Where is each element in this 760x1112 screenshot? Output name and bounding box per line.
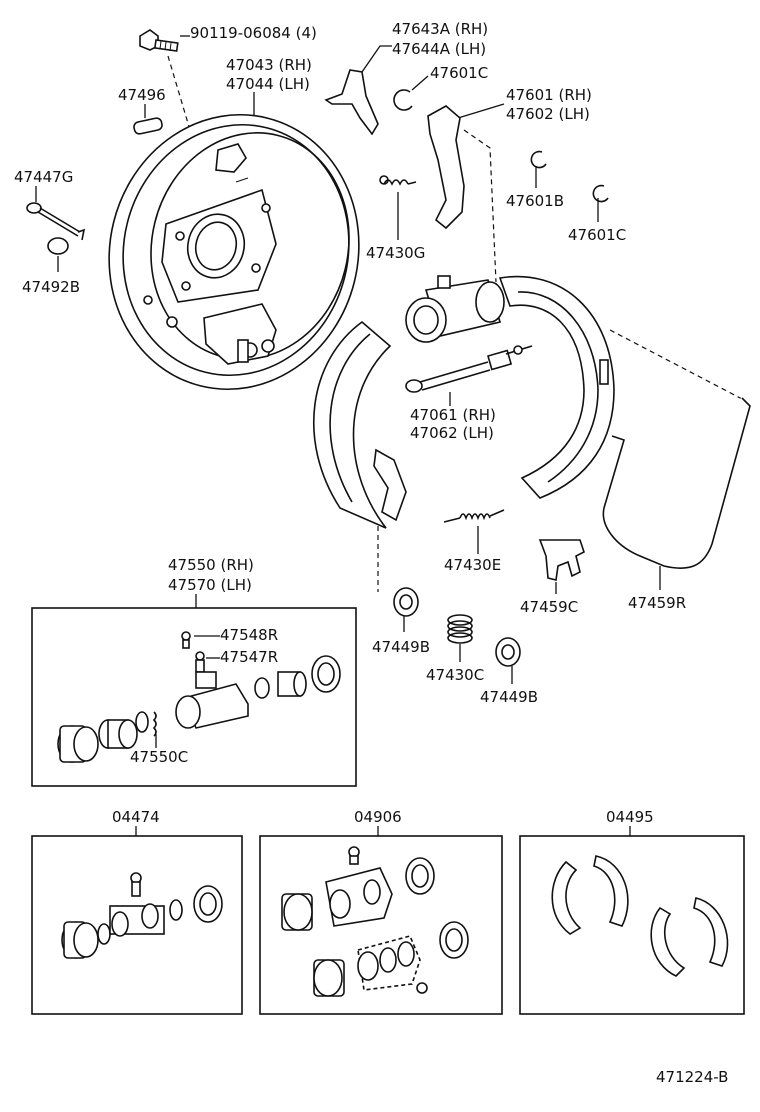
label-clip-b: 47601B	[506, 192, 564, 210]
label-kit-a: 04474	[112, 808, 160, 826]
leader-bracket	[361, 45, 392, 73]
kit-c-box	[519, 835, 745, 1015]
label-lower-spring: 47430E	[444, 556, 501, 574]
label-clip-top: 47601C	[430, 64, 488, 82]
clip-c-part	[592, 184, 609, 203]
label-adjuster-rh: 47061 (RH)	[410, 406, 496, 424]
label-cap: 47548R	[220, 626, 278, 644]
label-pin-cup: 47492B	[22, 278, 80, 296]
bolt-part	[139, 29, 179, 52]
lever-part	[427, 105, 465, 230]
plug-part	[133, 117, 163, 135]
small-spring-part	[379, 175, 417, 186]
label-bolt: 90119-06084 (4)	[190, 24, 317, 42]
retainer-right-part	[495, 637, 521, 667]
label-backing-plate-rh: 47043 (RH)	[226, 56, 312, 74]
adjuster-part	[405, 345, 533, 393]
leader-lever	[457, 103, 505, 119]
clip-plate-part	[538, 539, 585, 581]
label-return-cable: 47459R	[628, 594, 686, 612]
label-retainer-left: 47449B	[372, 638, 430, 656]
leader-lever-dashed	[463, 129, 497, 283]
label-adjuster-lh: 47062 (LH)	[410, 424, 494, 442]
kit-b-box	[259, 835, 503, 1015]
wheel-cylinder-exploded-part	[57, 631, 341, 763]
kit-c-parts	[551, 855, 729, 977]
clip-top-part	[393, 89, 413, 111]
retainer-left-part	[393, 587, 419, 617]
leader-shoe-dashed	[609, 329, 745, 401]
label-plug: 47496	[118, 86, 166, 104]
label-retainer-right: 47449B	[480, 688, 538, 706]
lower-spring-part	[443, 509, 505, 523]
label-backing-plate-lh: 47044 (LH)	[226, 75, 310, 93]
pin-cup-part	[47, 237, 69, 255]
wheel-cylinder-box	[31, 607, 357, 787]
leader-bolt-dashed	[167, 55, 191, 131]
leader-clip-top	[411, 75, 429, 91]
label-lever-rh: 47601 (RH)	[506, 86, 592, 104]
label-bracket-lh: 47644A (LH)	[392, 40, 486, 58]
backing-plate-part	[108, 113, 360, 391]
label-clip-plate: 47459C	[520, 598, 578, 616]
label-wheel-cylinder-rh: 47550 (RH)	[168, 556, 254, 574]
brake-shoe-right-part	[498, 275, 615, 499]
label-lever-lh: 47602 (LH)	[506, 105, 590, 123]
clip-b-part	[530, 150, 547, 169]
label-kit-b: 04906	[354, 808, 402, 826]
figure-id: 471224-B	[656, 1068, 728, 1086]
label-small-spring: 47430G	[366, 244, 425, 262]
hold-spring-part	[447, 614, 473, 644]
label-pin: 47447G	[14, 168, 73, 186]
return-cable-part	[602, 397, 751, 569]
label-hold-spring: 47430C	[426, 666, 484, 684]
label-wheel-cylinder-lh: 47570 (LH)	[168, 576, 252, 594]
label-cyl-spring: 47550C	[130, 748, 188, 766]
label-bleeder: 47547R	[220, 648, 278, 666]
label-bracket-rh: 47643A (RH)	[392, 20, 488, 38]
wheel-cylinder-assembly-part	[405, 275, 505, 343]
label-kit-c: 04495	[606, 808, 654, 826]
label-clip-c: 47601C	[568, 226, 626, 244]
kit-a-parts	[61, 872, 223, 959]
kit-a-box	[31, 835, 243, 1015]
brake-shoe-left-part	[313, 320, 407, 529]
kit-b-parts	[281, 846, 469, 997]
bracket-part	[324, 69, 379, 136]
pin-part	[26, 202, 86, 241]
